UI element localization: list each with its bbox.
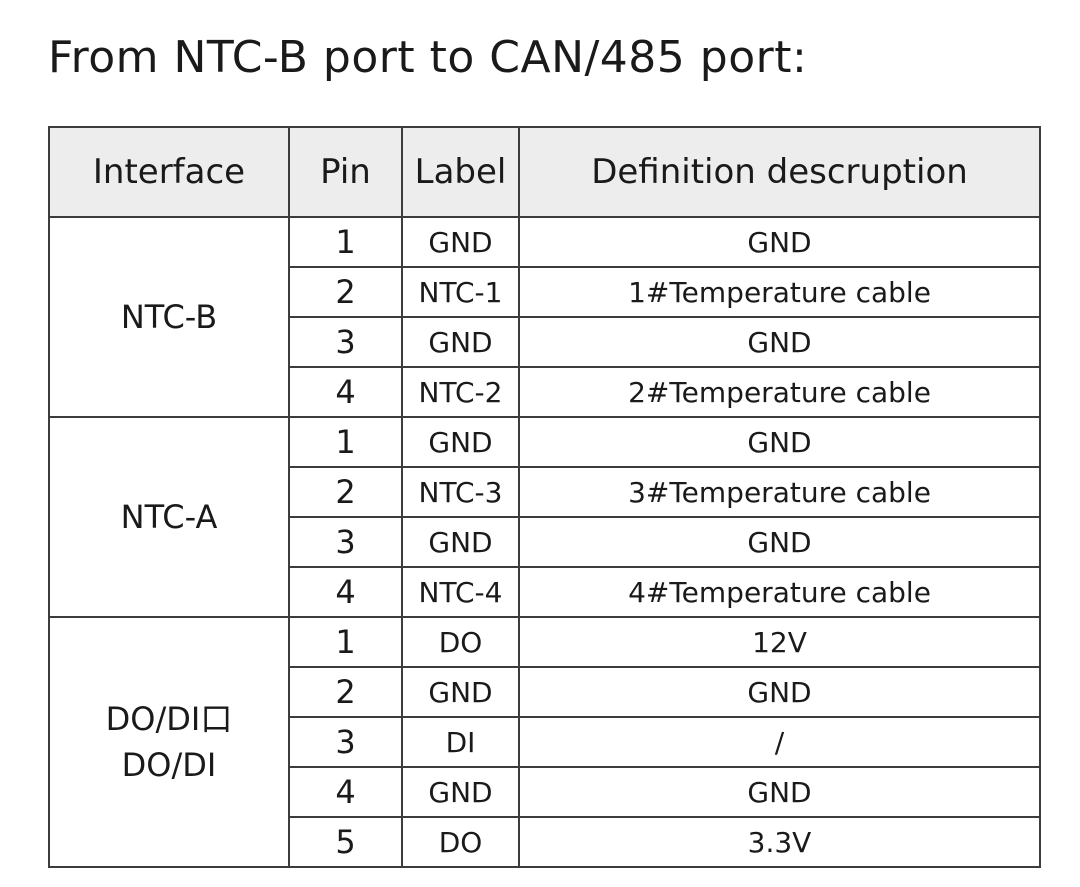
label-cell: GND xyxy=(401,316,520,368)
label-cell: GND xyxy=(401,766,520,818)
pin-cell: 2 xyxy=(288,266,403,318)
definition-cell: GND xyxy=(518,416,1041,468)
label-cell: NTC-3 xyxy=(401,466,520,518)
label-cell: GND xyxy=(401,516,520,568)
pin-definition-table: Interface Pin Label Definition descrupti… xyxy=(48,126,1041,868)
pin-cell: 3 xyxy=(288,516,403,568)
definition-cell: / xyxy=(518,716,1041,768)
header-label: Label xyxy=(401,126,520,218)
definition-cell: 3.3V xyxy=(518,816,1041,868)
header-interface: Interface xyxy=(48,126,290,218)
definition-cell: GND xyxy=(518,766,1041,818)
label-cell: GND xyxy=(401,416,520,468)
definition-cell: GND xyxy=(518,216,1041,268)
definition-cell: GND xyxy=(518,316,1041,368)
pin-cell: 5 xyxy=(288,816,403,868)
interface-cell: NTC-B xyxy=(48,216,290,418)
pin-cell: 1 xyxy=(288,616,403,668)
header-pin: Pin xyxy=(288,126,403,218)
definition-cell: GND xyxy=(518,516,1041,568)
label-cell: DO xyxy=(401,616,520,668)
definition-cell: GND xyxy=(518,666,1041,718)
label-cell: GND xyxy=(401,666,520,718)
definition-cell: 4#Temperature cable xyxy=(518,566,1041,618)
pin-cell: 3 xyxy=(288,316,403,368)
page-title: From NTC-B port to CAN/485 port: xyxy=(48,32,808,83)
definition-cell: 1#Temperature cable xyxy=(518,266,1041,318)
label-cell: NTC-4 xyxy=(401,566,520,618)
definition-cell: 12V xyxy=(518,616,1041,668)
pin-cell: 1 xyxy=(288,216,403,268)
header-definition: Definition descruption xyxy=(518,126,1041,218)
pin-cell: 4 xyxy=(288,566,403,618)
interface-cell: DO/DI口 DO/DI xyxy=(48,616,290,868)
label-cell: DO xyxy=(401,816,520,868)
label-cell: GND xyxy=(401,216,520,268)
pin-cell: 2 xyxy=(288,666,403,718)
table-header-row: Interface Pin Label Definition descrupti… xyxy=(48,126,1041,218)
pin-cell: 1 xyxy=(288,416,403,468)
pin-cell: 4 xyxy=(288,766,403,818)
pin-cell: 3 xyxy=(288,716,403,768)
definition-cell: 3#Temperature cable xyxy=(518,466,1041,518)
definition-cell: 2#Temperature cable xyxy=(518,366,1041,418)
pin-cell: 2 xyxy=(288,466,403,518)
label-cell: NTC-1 xyxy=(401,266,520,318)
label-cell: DI xyxy=(401,716,520,768)
interface-cell: NTC-A xyxy=(48,416,290,618)
label-cell: NTC-2 xyxy=(401,366,520,418)
pin-cell: 4 xyxy=(288,366,403,418)
